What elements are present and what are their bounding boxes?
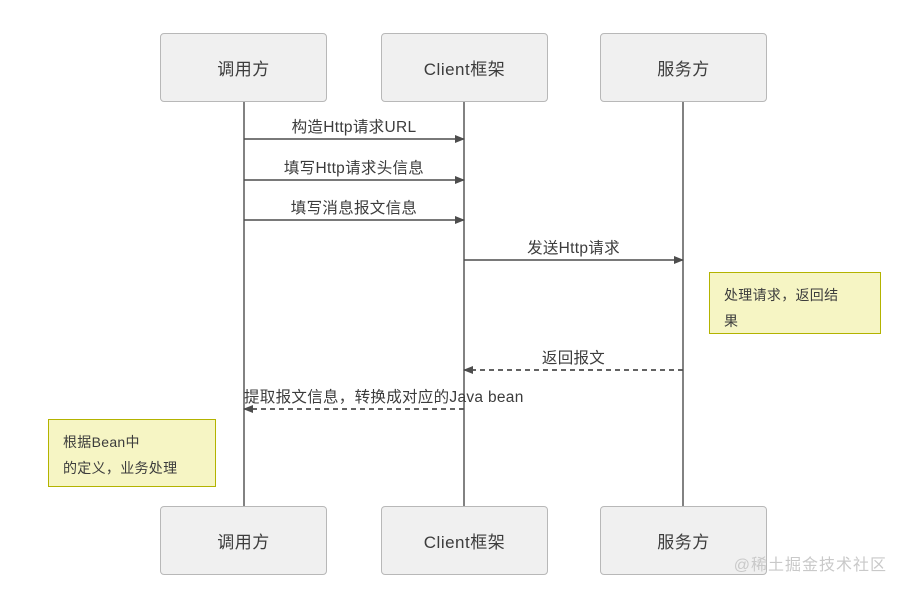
note-text-line: 根据Bean中 — [63, 434, 140, 450]
note-text-line: 处理请求，返回结 — [724, 287, 839, 303]
participant-label: 服务方 — [657, 533, 710, 552]
note-text-line: 的定义，业务处理 — [63, 460, 178, 476]
message-arrows-group — [243, 135, 684, 413]
message-label-m1: 构造Http请求URL — [291, 119, 417, 136]
message-label-m6: 提取报文信息，转换成对应的Java bean — [244, 389, 524, 406]
message-label-m2: 填写Http请求头信息 — [283, 160, 425, 177]
participant-client-top: Client框架 — [381, 33, 548, 102]
message-label-m4: 发送Http请求 — [527, 240, 620, 257]
participant-label: 调用方 — [217, 533, 270, 552]
participant-caller-top: 调用方 — [160, 33, 327, 102]
note-caller: 根据Bean中的定义，业务处理 — [48, 419, 216, 487]
participant-client-bottom: Client框架 — [381, 506, 548, 575]
participant-server-top: 服务方 — [600, 33, 767, 102]
participant-label: 调用方 — [217, 60, 270, 79]
participant-server-bottom: 服务方 — [600, 506, 767, 575]
participant-label: Client框架 — [423, 533, 506, 552]
message-label-m3: 填写消息报文信息 — [290, 200, 418, 217]
message-label-m5: 返回报文 — [541, 350, 606, 367]
participant-caller-bottom: 调用方 — [160, 506, 327, 575]
participant-label: Client框架 — [423, 60, 506, 79]
note-text-line: 果 — [724, 313, 739, 329]
lifelines-group — [243, 102, 684, 506]
note-server: 处理请求，返回结果 — [709, 272, 881, 334]
watermark: @稀土掘金技术社区 — [733, 557, 887, 574]
participant-label: 服务方 — [657, 60, 710, 79]
